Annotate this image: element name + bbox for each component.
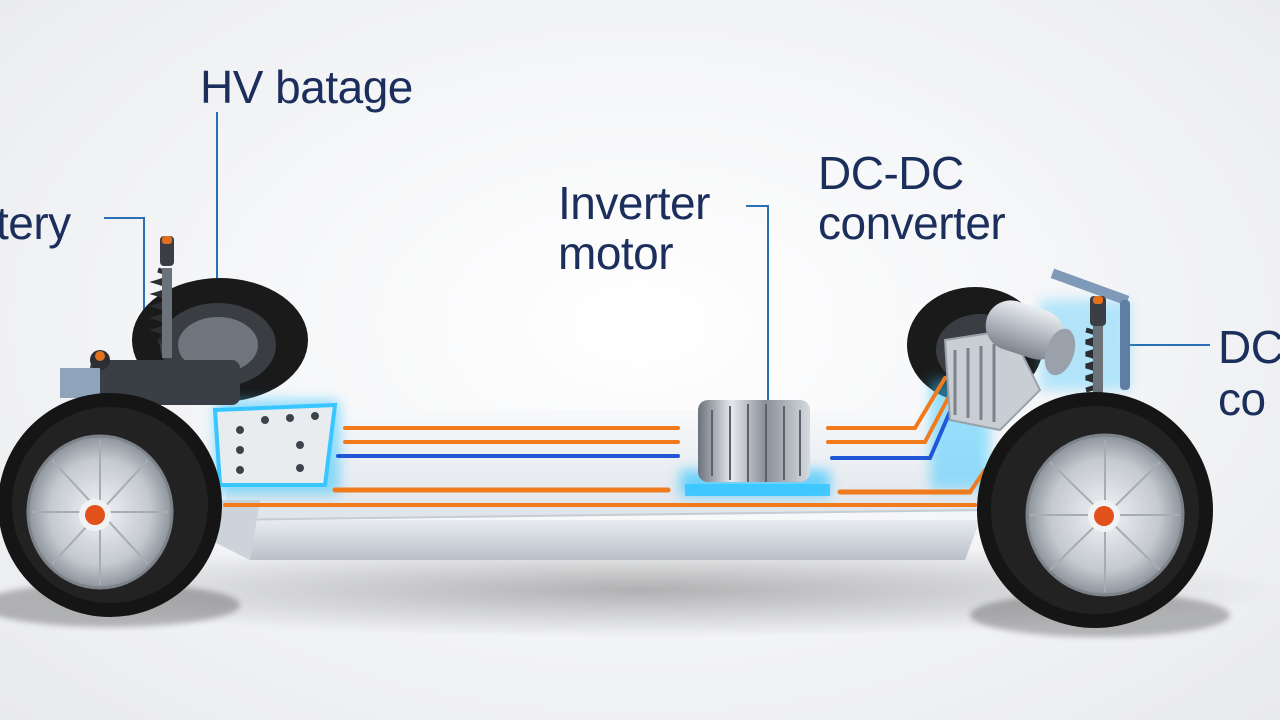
battery-pack-icon bbox=[236, 412, 319, 474]
battery-pack bbox=[212, 402, 338, 487]
label-dc-right: DC co bbox=[1218, 322, 1280, 424]
label-hv-battery: HV batage bbox=[200, 62, 413, 112]
left-suspension bbox=[60, 236, 240, 405]
right-suspension bbox=[1085, 296, 1130, 396]
hv-cables bbox=[223, 376, 987, 507]
inverter-motor bbox=[685, 400, 830, 496]
label-hv-battery-text: HV batage bbox=[200, 61, 413, 113]
front-left-wheel bbox=[0, 393, 222, 617]
label-battery-text: tery bbox=[0, 197, 71, 249]
label-inverter-motor: Inverter motor bbox=[558, 178, 710, 278]
label-dcdc-converter: DC-DC converter bbox=[818, 147, 1006, 249]
leader-lines bbox=[104, 112, 1210, 404]
leader-inverter bbox=[746, 205, 769, 404]
label-dcdc-line2: converter bbox=[818, 197, 1006, 249]
leader-battery bbox=[104, 217, 145, 330]
wheel-icon bbox=[0, 393, 222, 617]
coil-spring-icon bbox=[149, 236, 174, 358]
label-battery: tery bbox=[0, 198, 71, 248]
label-inverter-line2: motor bbox=[558, 227, 674, 279]
converter-icon bbox=[953, 344, 996, 422]
label-dcdc-line1: DC-DC bbox=[818, 147, 964, 199]
front-right-wheel bbox=[977, 392, 1213, 628]
label-inverter-line1: Inverter bbox=[558, 177, 710, 229]
motor-icon bbox=[711, 404, 801, 482]
label-dc-right-line2: co bbox=[1218, 373, 1266, 425]
capacitor-cylinder bbox=[985, 300, 1076, 376]
dcdc-converter bbox=[943, 268, 1130, 432]
label-dc-right-line1: DC bbox=[1218, 321, 1280, 373]
